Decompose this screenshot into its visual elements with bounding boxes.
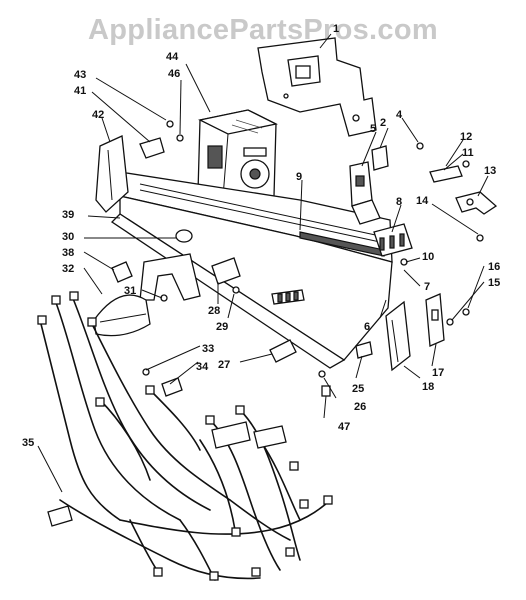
callout-18: 18	[422, 381, 434, 393]
callout-39: 39	[62, 209, 74, 221]
small-parts-28-29-38	[111, 253, 305, 305]
callout-10: 10	[422, 251, 434, 263]
callout-35: 35	[22, 437, 34, 449]
callout-7: 7	[424, 281, 430, 293]
callout-29: 29	[216, 321, 228, 333]
callout-26: 26	[354, 401, 366, 413]
callout-31: 31	[124, 285, 136, 297]
callout-30: 30	[62, 231, 74, 243]
callout-4: 4	[396, 109, 403, 121]
callout-28: 28	[208, 305, 220, 317]
callout-38: 38	[62, 247, 74, 259]
switch-part-5	[349, 145, 389, 225]
wire-harness-part-35	[37, 291, 333, 581]
callout-16: 16	[488, 261, 500, 273]
callout-34: 34	[196, 361, 209, 373]
screws	[142, 120, 484, 376]
callout-27: 27	[218, 359, 230, 371]
callout-6: 6	[364, 321, 370, 333]
callout-12: 12	[460, 131, 472, 143]
callout-43: 43	[74, 69, 86, 81]
callout-41: 41	[74, 85, 86, 97]
callout-32: 32	[62, 263, 74, 275]
callout-47: 47	[338, 421, 350, 433]
callout-25: 25	[352, 383, 364, 395]
left-end-cap-part-42	[95, 135, 165, 213]
callout-14: 14	[416, 195, 429, 207]
callout-15: 15	[488, 277, 500, 289]
right-end-cap-part-18	[385, 300, 411, 372]
leader-lines	[37, 33, 489, 493]
callout-8: 8	[396, 196, 402, 208]
callout-5: 5	[370, 123, 376, 135]
callout-13: 13	[484, 165, 496, 177]
callout-2: 2	[380, 117, 386, 129]
callout-46: 46	[168, 68, 180, 80]
bracket-part-13	[429, 165, 498, 215]
callout-33: 33	[202, 343, 214, 355]
lamp-cover-part-32	[93, 294, 151, 337]
callout-42: 42	[92, 109, 104, 121]
callout-1: 1	[333, 23, 339, 35]
callout-17: 17	[432, 367, 444, 379]
callout-11: 11	[462, 147, 474, 159]
clip-part-34	[161, 377, 183, 397]
bracket-part-17	[425, 293, 445, 347]
small-parts-25-26-47	[318, 341, 373, 397]
back-plate-part-1	[257, 37, 377, 137]
clip-part-27	[269, 339, 297, 363]
callout-44: 44	[166, 51, 179, 63]
knob-part-30	[175, 229, 193, 243]
callout-labels: 1 44 46 43 41 42 2 4 5 12 11 13 9 8 14 3…	[22, 23, 500, 449]
watermark: AppliancePartsPros.com	[88, 14, 438, 46]
callout-9: 9	[296, 171, 302, 183]
